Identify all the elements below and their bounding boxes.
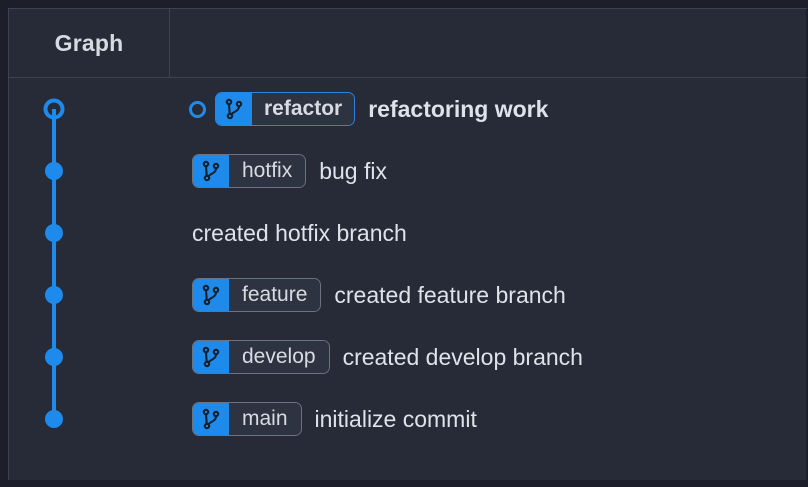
commit-node [45, 286, 63, 304]
commit-subject: refactoring work [368, 95, 549, 122]
head-node [43, 98, 65, 120]
commit-node [45, 224, 63, 242]
commit-node [45, 162, 63, 180]
git-branch-icon [193, 403, 229, 435]
branch-badge-refactor[interactable]: refactor [215, 92, 356, 126]
table-header: Graph [9, 8, 807, 78]
table-row[interactable]: develop created develop branch [170, 327, 807, 387]
graph-column-header-label: Graph [54, 29, 124, 56]
commit-graph [9, 79, 170, 479]
table-row[interactable]: main initialize commit [170, 389, 807, 449]
git-branch-icon [216, 93, 252, 125]
commit-node [45, 410, 63, 428]
commit-subject: bug fix [319, 157, 387, 184]
branch-badge-label: feature [229, 279, 321, 311]
commit-subject: created hotfix branch [192, 219, 407, 246]
branch-badge-hotfix[interactable]: hotfix [192, 154, 307, 188]
git-branch-icon [193, 279, 229, 311]
commit-node [45, 348, 63, 366]
commit-subject: created feature branch [334, 281, 566, 308]
table-row[interactable]: refactor refactoring work [170, 79, 807, 139]
branch-badge-label: refactor [252, 93, 355, 125]
branch-badge-label: hotfix [229, 155, 306, 187]
branch-badge-feature[interactable]: feature [192, 278, 322, 312]
branch-badge-label: develop [229, 341, 329, 373]
commit-subject: initialize commit [314, 405, 477, 432]
head-indicator-icon [189, 100, 206, 118]
table-row[interactable]: feature created feature branch [170, 265, 807, 325]
table-row[interactable]: hotfix bug fix [170, 141, 807, 201]
commit-list: refactor refactoring work [9, 79, 807, 479]
branch-badge-label: main [229, 403, 301, 435]
git-graph-panel: Graph [8, 8, 807, 480]
description-column-header[interactable] [170, 9, 807, 77]
branch-badge-develop[interactable]: develop [192, 340, 330, 374]
graph-column-header[interactable]: Graph [9, 9, 170, 77]
branch-badge-main[interactable]: main [192, 402, 302, 436]
table-row[interactable]: created hotfix branch [170, 203, 807, 263]
commit-subject: created develop branch [342, 343, 583, 370]
git-branch-icon [193, 155, 229, 187]
git-branch-icon [193, 341, 229, 373]
